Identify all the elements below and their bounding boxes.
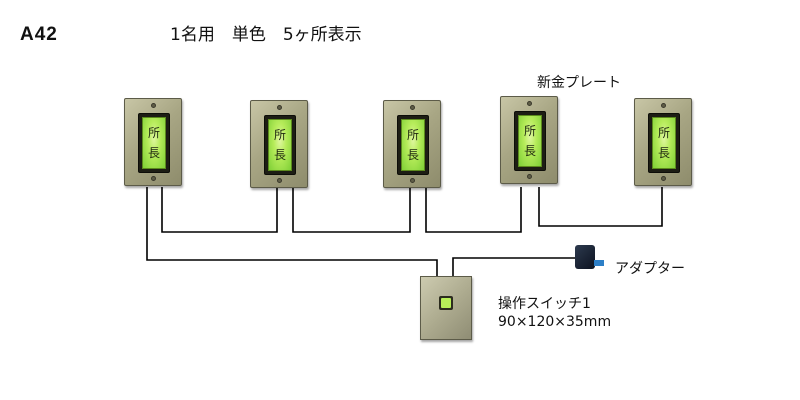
screw-icon (277, 105, 282, 110)
screw-icon (151, 103, 156, 108)
screw-icon (277, 178, 282, 183)
display-window: 所 長 (397, 115, 429, 175)
plate-1: 所 長 (124, 98, 182, 186)
plate-label: 新金プレート (537, 75, 621, 91)
display-window: 所 長 (514, 111, 546, 171)
switch-button[interactable] (439, 296, 453, 310)
adapter-cable-icon (594, 260, 604, 266)
plate-5: 所 長 (634, 98, 692, 186)
screw-icon (151, 176, 156, 181)
model-code: A42 (20, 24, 58, 45)
diagram-title: 1名用 単色 5ヶ所表示 (170, 25, 362, 45)
lamp-char-1: 所 (657, 125, 670, 140)
lamp-lens: 所 長 (652, 117, 676, 169)
display-window: 所 長 (138, 113, 170, 173)
display-window: 所 長 (264, 115, 296, 175)
switch-name: 操作スイッチ1 (498, 296, 591, 312)
lamp-char-2: 長 (273, 148, 286, 163)
wire-switch-to-plate-1 (146, 187, 438, 276)
screw-icon (527, 101, 532, 106)
wire-plate-1-to-2 (161, 187, 278, 233)
wire-plate-4-to-5 (538, 187, 663, 227)
lamp-char-2: 長 (406, 148, 419, 163)
plate-4: 所 長 (500, 96, 558, 184)
lamp-char-1: 所 (273, 127, 286, 142)
operation-switch (420, 276, 472, 340)
wire-switch-to-adapter (452, 257, 575, 276)
lamp-char-2: 長 (147, 146, 160, 161)
lamp-lens: 所 長 (142, 117, 166, 169)
lamp-char-1: 所 (523, 123, 536, 138)
adapter-label: アダプター (615, 261, 685, 277)
lamp-char-2: 長 (523, 144, 536, 159)
display-window: 所 長 (648, 113, 680, 173)
lamp-char-1: 所 (147, 125, 160, 140)
screw-icon (410, 105, 415, 110)
plate-3: 所 長 (383, 100, 441, 188)
switch-led-icon (441, 298, 451, 308)
plate-2: 所 長 (250, 100, 308, 188)
adapter-icon (575, 245, 595, 269)
lamp-char-2: 長 (657, 146, 670, 161)
screw-icon (410, 178, 415, 183)
lamp-lens: 所 長 (268, 119, 292, 171)
lamp-char-1: 所 (406, 127, 419, 142)
screw-icon (527, 174, 532, 179)
switch-size: 90×120×35mm (498, 314, 612, 330)
lamp-lens: 所 長 (401, 119, 425, 171)
screw-icon (661, 176, 666, 181)
screw-icon (661, 103, 666, 108)
switch-label: 操作スイッチ1 90×120×35mm (498, 295, 611, 331)
lamp-lens: 所 長 (518, 115, 542, 167)
wire-plate-2-to-3 (292, 187, 411, 233)
wire-plate-3-to-4 (425, 187, 522, 233)
